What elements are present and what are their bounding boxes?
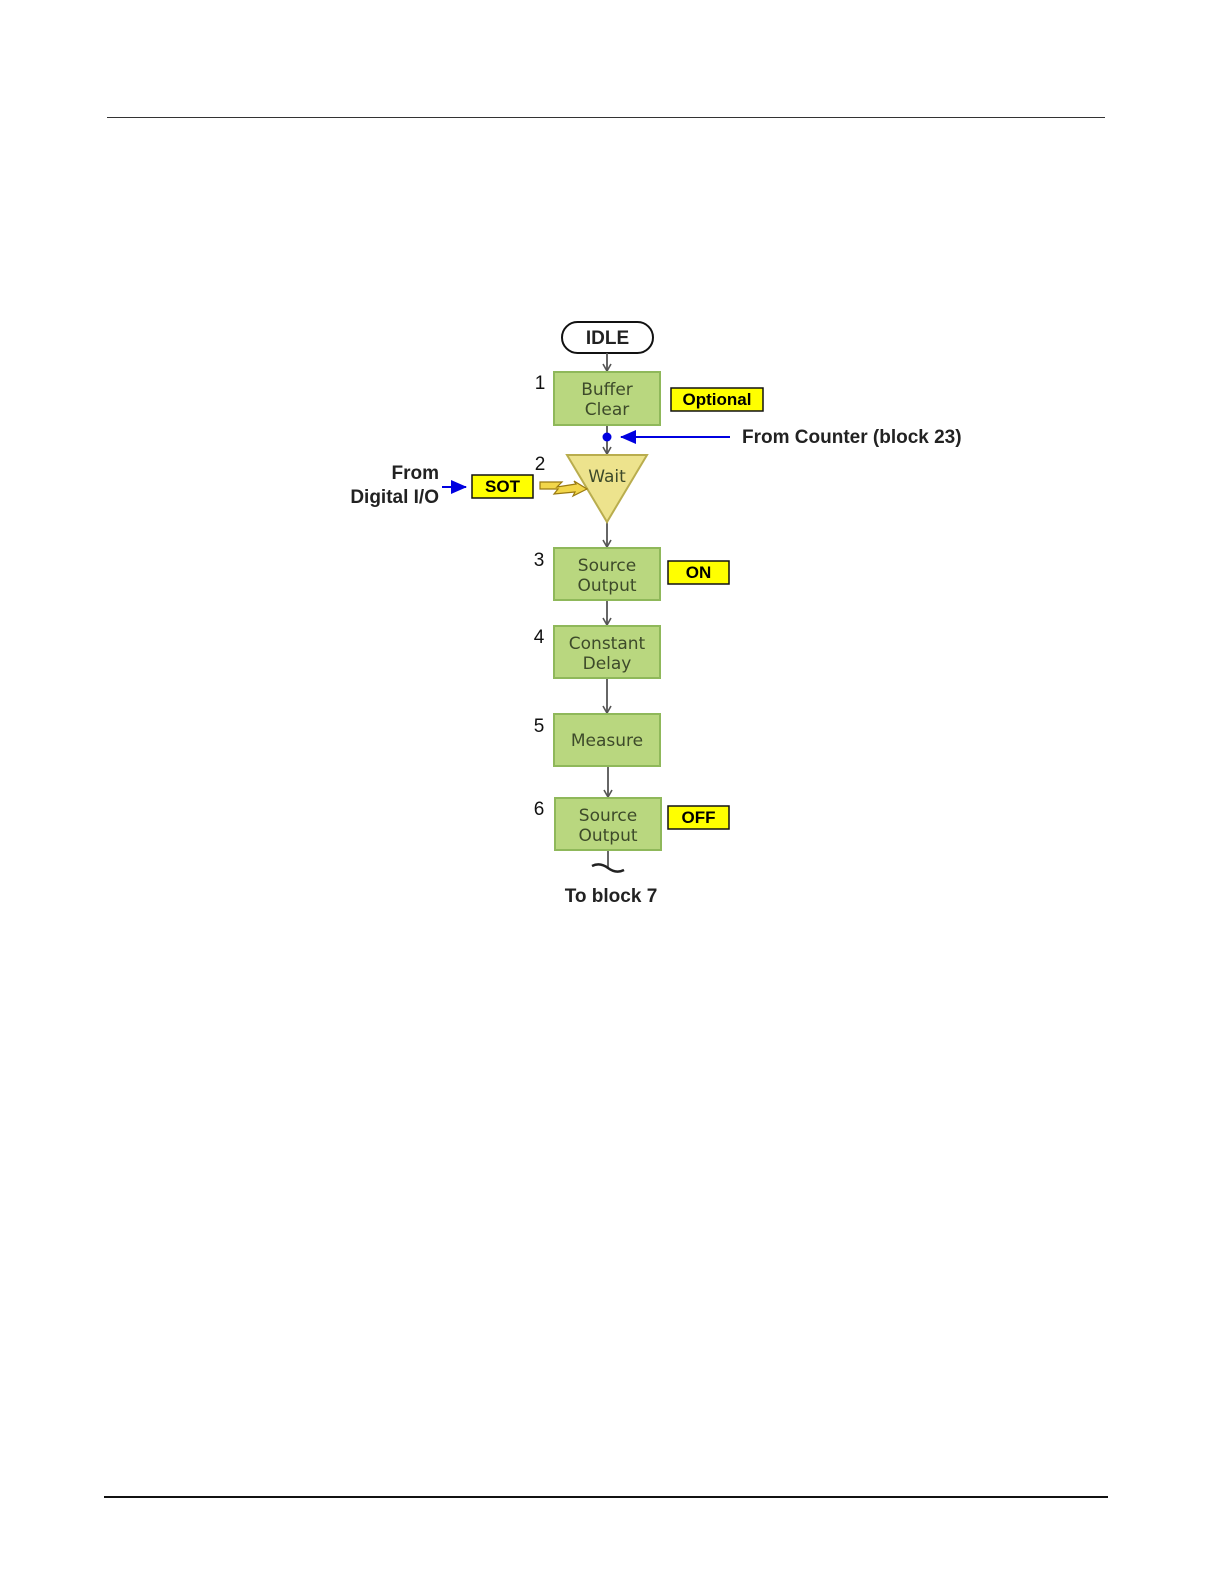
block-4-line-1: Constant [569, 634, 646, 654]
trigger-lightning-icon [540, 481, 587, 496]
optional-tag: Optional [671, 388, 763, 411]
idle-label: IDLE [586, 328, 629, 349]
block-6-number: 6 [534, 799, 545, 820]
sot-tag-label: SOT [485, 477, 521, 496]
block-5-number: 5 [534, 716, 545, 737]
off-tag: OFF [668, 806, 729, 829]
block-1-buffer-clear: Buffer Clear [554, 372, 660, 425]
off-tag-label: OFF [682, 808, 716, 827]
block-6-source-output: Source Output [555, 798, 661, 850]
block-1-line-2: Clear [585, 400, 629, 420]
block-5-measure: Measure [554, 714, 660, 766]
block-3-line-2: Output [577, 576, 636, 596]
block-3-line-1: Source [578, 556, 636, 576]
block-4-number: 4 [534, 627, 545, 648]
sot-tag: SOT [472, 475, 533, 498]
block-4-line-2: Delay [583, 654, 632, 674]
block-6-line-2: Output [578, 826, 637, 846]
idle-terminal: IDLE [562, 322, 653, 353]
block-6-line-1: Source [579, 806, 637, 826]
block-1-number: 1 [535, 373, 546, 394]
footer-rule [104, 1496, 1108, 1498]
block-4-constant-delay: Constant Delay [554, 626, 660, 678]
end-label: To block 7 [565, 886, 658, 907]
on-tag: ON [668, 561, 729, 584]
block-3-source-output: Source Output [554, 548, 660, 600]
counter-junction-dot [603, 433, 612, 442]
digital-io-label-line-2: Digital I/O [350, 487, 439, 508]
block-2-number: 2 [535, 454, 546, 475]
digital-io-label-line-1: From [392, 463, 440, 484]
block-3-number: 3 [534, 550, 545, 571]
block-2-line-1: Wait [588, 467, 626, 487]
optional-tag-label: Optional [683, 390, 752, 409]
block-5-line-1: Measure [571, 731, 643, 751]
counter-label: From Counter (block 23) [742, 427, 962, 448]
block-1-line-1: Buffer [581, 380, 633, 400]
on-tag-label: ON [686, 563, 712, 582]
